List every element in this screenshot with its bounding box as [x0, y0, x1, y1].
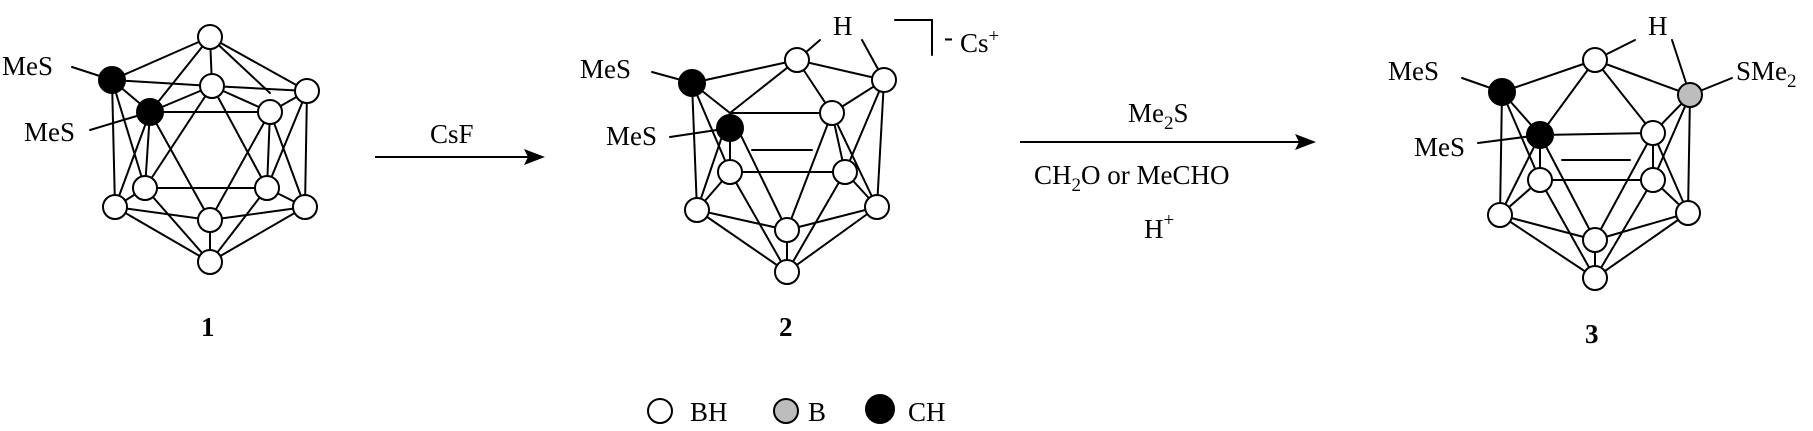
arrow-2-reagent-3: H+ [1144, 210, 1174, 244]
compound-2-counter-ion: Cs+ [960, 26, 999, 58]
compound-3-sme2: SMe2 [1736, 56, 1797, 92]
arrow-1-reagent: CsF [430, 119, 474, 149]
arrow-2-reagent-1: Me2S [1128, 98, 1189, 134]
legend-ch-marker [865, 394, 895, 424]
legend-b-label: B [808, 397, 826, 427]
legend: BH B CH [647, 394, 946, 427]
compound-2-mes-lower: MeS [606, 121, 657, 151]
arrow-2-reagent-2: CH2O or MeCHO [1034, 160, 1230, 196]
legend-b-marker [773, 398, 799, 424]
compound-1-mes-upper: MeS [2, 51, 53, 81]
compound-1-cluster [71, 24, 320, 275]
arrow-2 [1020, 134, 1316, 150]
compound-2-mes-upper: MeS [580, 54, 631, 84]
compound-3-cluster [1461, 39, 1733, 291]
legend-bh-label: BH [690, 397, 728, 427]
compound-2-bridge-h: H [833, 11, 853, 41]
compound-2-cluster [651, 19, 933, 285]
compound-2-number: 2 [779, 312, 793, 342]
compound-3-number: 3 [1585, 319, 1599, 349]
compound-3-mes-lower: MeS [1414, 132, 1465, 162]
legend-bh-marker [647, 398, 673, 424]
compound-3-bridge-h: H [1648, 11, 1668, 41]
compound-3-mes-upper: MeS [1388, 56, 1439, 86]
compound-1-mes-lower: MeS [24, 117, 75, 147]
compound-2-charge: - [944, 22, 953, 52]
arrow-1 [375, 149, 545, 165]
compound-1-number: 1 [201, 312, 215, 342]
legend-ch-label: CH [908, 397, 946, 427]
